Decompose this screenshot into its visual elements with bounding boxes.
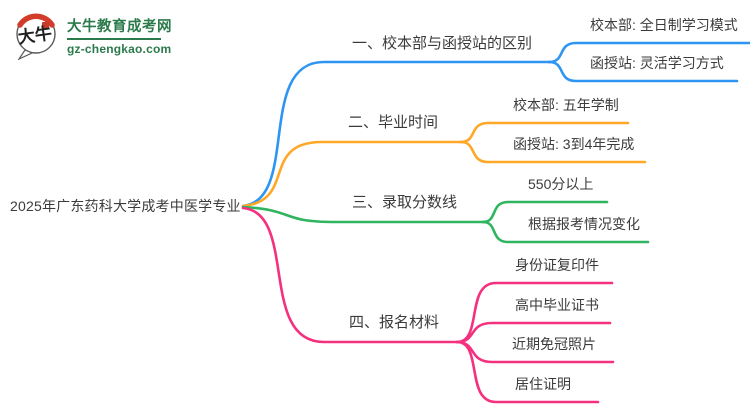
logo-title: 大牛教育成考网 xyxy=(67,18,172,35)
branch-4-child-2: 高中毕业证书 xyxy=(515,297,599,313)
branch-4-label: 四、报名材料 xyxy=(349,314,440,331)
branch-4-child-4: 居住证明 xyxy=(515,376,571,392)
site-logo: 大牛 大牛教育成考网 gz-chengkao.com xyxy=(12,10,172,60)
logo-text-block: 大牛教育成考网 gz-chengkao.com xyxy=(67,15,172,56)
branch-4-child-2-line xyxy=(455,321,612,344)
branch-4-child-4-line xyxy=(455,340,600,404)
logo-bull-badge-icon: 大牛 xyxy=(16,13,56,60)
branch-4-child-1: 身份证复印件 xyxy=(515,257,599,273)
branch-3-child-2-line xyxy=(481,220,650,244)
branch-1-child-1: 校本部: 全日制学习模式 xyxy=(590,17,738,33)
branch-3-line xyxy=(241,205,487,224)
branch-4-line xyxy=(241,206,461,344)
branch-1-line xyxy=(241,60,553,208)
logo-divider xyxy=(67,37,161,40)
logo-badge-text: 大牛 xyxy=(17,23,53,48)
branch-1-label: 一、校本部与函授站的区别 xyxy=(352,35,533,52)
branch-2-child-2: 函授站: 3到4年完成 xyxy=(513,136,635,152)
branch-1-child-2-line xyxy=(547,60,739,83)
branch-3-child-2: 根据报考情况变化 xyxy=(528,216,640,232)
mindmap-root-node: 2025年广东药科大学成考中医学专业 xyxy=(10,198,241,214)
branch-2-child-1: 校本部: 五年学制 xyxy=(513,97,619,113)
branch-2-line xyxy=(241,140,465,208)
branch-2-label: 二、毕业时间 xyxy=(348,114,439,131)
branch-2-child-2-line xyxy=(459,140,647,164)
logo-domain: gz-chengkao.com xyxy=(67,41,172,56)
branch-3-label: 三、录取分数线 xyxy=(352,194,458,211)
branch-3-child-1: 550分以上 xyxy=(528,176,594,192)
branch-1-child-2: 函授站: 灵活学习方式 xyxy=(590,55,724,71)
branch-4-child-3: 近期免冠照片 xyxy=(512,336,596,352)
